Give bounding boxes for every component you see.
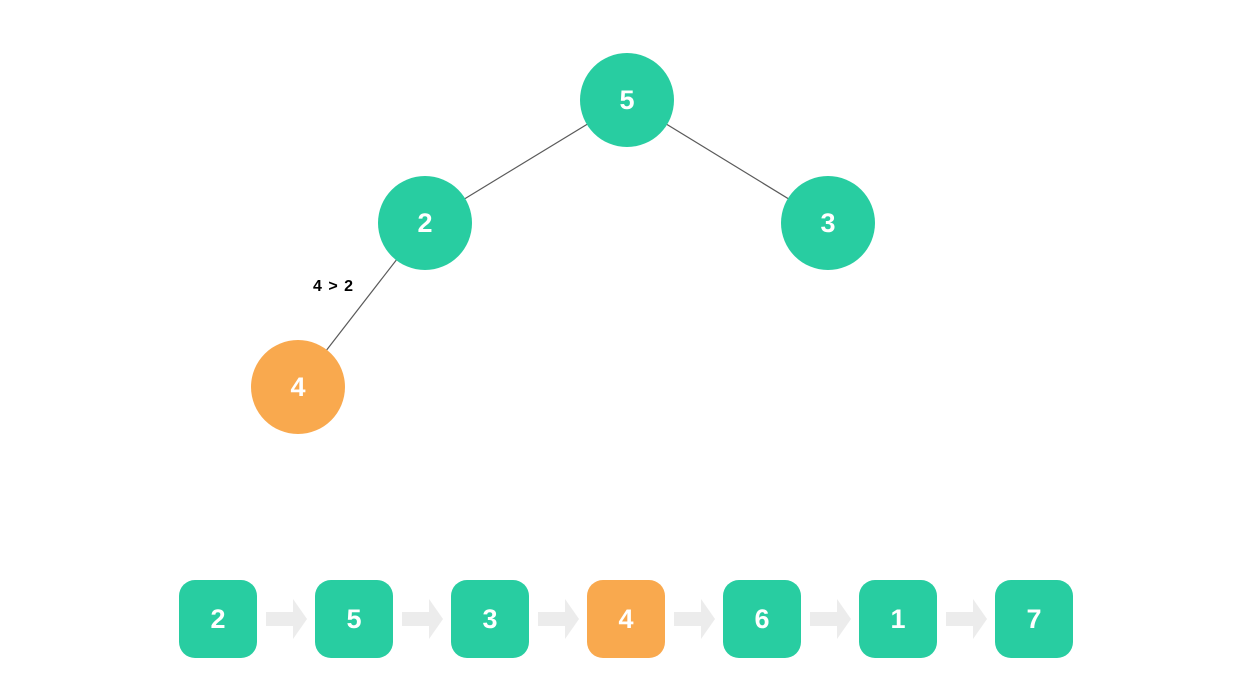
sequence-item: 7 (995, 580, 1073, 658)
tree-node-value: 5 (619, 84, 635, 115)
insertion-sequence: 2 5 3 4 6 (179, 580, 1073, 658)
arrow-head (701, 599, 715, 639)
sequence-item-active: 4 (587, 580, 665, 658)
sequence-item-value: 4 (618, 603, 634, 634)
arrow-right-icon (529, 580, 587, 658)
arrow-right-icon (257, 580, 315, 658)
tree-node-inserted: 4 (251, 340, 345, 434)
comparison-label: 4 > 2 (313, 278, 355, 295)
arrow-head (293, 599, 307, 639)
tree-node-value: 2 (417, 207, 433, 238)
tree-node-value: 4 (290, 371, 306, 402)
arrow-bar (538, 612, 565, 626)
tree-node-root: 5 (580, 53, 674, 147)
sequence-item-value: 1 (890, 603, 906, 634)
sequence-item-value: 6 (754, 603, 770, 634)
tree-node-right: 3 (781, 176, 875, 270)
arrow-head (973, 599, 987, 639)
arrow-bar (266, 612, 293, 626)
arrow-bar (810, 612, 837, 626)
tree-node-left: 2 (378, 176, 472, 270)
arrow-bar (674, 612, 701, 626)
sequence-item-value: 7 (1026, 603, 1042, 634)
sequence-item-value: 5 (346, 603, 362, 634)
arrow-right-icon (937, 580, 995, 658)
arrow-bar (402, 612, 429, 626)
sequence-item: 5 (315, 580, 393, 658)
sequence-item-value: 3 (482, 603, 498, 634)
arrow-head (837, 599, 851, 639)
arrow-head (429, 599, 443, 639)
sequence-item: 1 (859, 580, 937, 658)
arrow-head (565, 599, 579, 639)
arrow-right-icon (665, 580, 723, 658)
tree-node-value: 3 (820, 207, 836, 238)
arrow-bar (946, 612, 973, 626)
sequence-item: 2 (179, 580, 257, 658)
arrow-right-icon (393, 580, 451, 658)
arrow-right-icon (801, 580, 859, 658)
sequence-item: 3 (451, 580, 529, 658)
sequence-item-value: 2 (210, 603, 226, 634)
sequence-item: 6 (723, 580, 801, 658)
